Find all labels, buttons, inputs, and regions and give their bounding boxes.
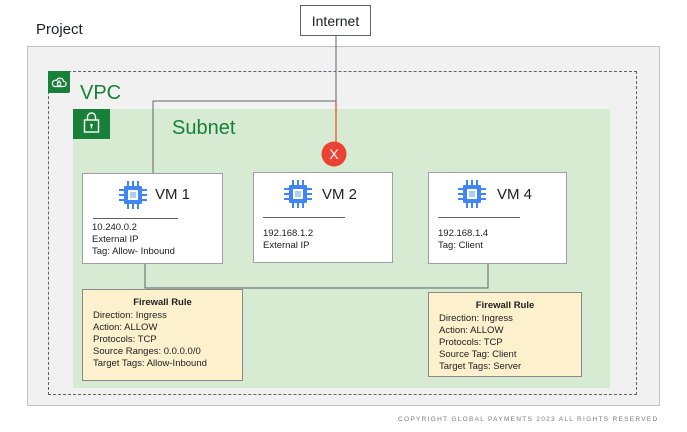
vpc-label: VPC (80, 82, 122, 104)
firewall-rule-card: Firewall Rule Direction: Ingress Action:… (82, 289, 243, 381)
vm-card: VM 2 192.168.1.2 External IP (253, 172, 393, 263)
firewall-rule-line: Action: ALLOW (439, 325, 504, 336)
vm-name: VM 4 (497, 186, 533, 203)
firewall-rule-card: Firewall Rule Direction: Ingress Action:… (428, 292, 582, 377)
firewall-rule-line: Target Tags: Allow-Inbound (93, 358, 207, 369)
firewall-rule-line: Direction: Ingress (439, 313, 513, 324)
vm-ip-type: External IP (92, 234, 139, 245)
vm-ip: 10.240.0.2 (92, 222, 137, 233)
firewall-rule-line: Protocols: TCP (93, 334, 157, 345)
vm1-internet-line (152, 100, 336, 173)
close-icon: X (321, 141, 347, 167)
firewall-rule-line: Protocols: TCP (439, 337, 503, 348)
chip-icon (457, 179, 487, 209)
firewall-rule-line: Direction: Ingress (93, 310, 167, 321)
vm-card: VM 4 192.168.1.4 Tag: Client (428, 172, 567, 264)
vm-details: 192.168.1.2 External IP (263, 228, 313, 252)
vm-name: VM 2 (322, 186, 358, 203)
blocked-glyph: X (329, 146, 339, 162)
firewall-rule-line: Target Tags: Server (439, 361, 522, 372)
vm-details: 10.240.0.2 External IP Tag: Allow- Inbou… (92, 222, 175, 258)
vpc-container (48, 71, 637, 395)
vm-divider (263, 217, 345, 218)
cloud-icon (48, 71, 70, 93)
vm-ip: 192.168.1.4 (438, 228, 489, 239)
firewall-rule-line: Source Ranges: 0.0.0.0/0 (93, 346, 201, 357)
internet-label: Internet (311, 12, 360, 29)
firewall-rule-title: Firewall Rule (475, 300, 535, 311)
vm-ip: 192.168.1.2 (263, 228, 314, 239)
vm-name: VM 1 (155, 186, 191, 203)
vm-tag: Tag: Client (438, 240, 483, 251)
vm-card: VM 1 10.240.0.2 External IP Tag: Allow- … (82, 173, 223, 264)
vm1-vm4-line (144, 264, 489, 289)
subnet-label: Subnet (172, 117, 236, 139)
firewall-rule-line: Action: ALLOW (93, 322, 158, 333)
firewall-rule-line: Source Tag: Client (439, 349, 517, 360)
chip-icon (118, 180, 148, 210)
internet-node: Internet (300, 5, 371, 36)
vm-divider (93, 218, 178, 219)
vm-tag: Tag: Allow- Inbound (92, 246, 175, 257)
lock-icon (73, 109, 110, 139)
copyright-text: COPYRIGHT GLOBAL PAYMENTS 2023 ALL RIGHT… (398, 416, 659, 423)
chip-icon (283, 179, 313, 209)
vm-details: 192.168.1.4 Tag: Client (438, 228, 488, 252)
project-label: Project (36, 21, 83, 38)
firewall-rule-title: Firewall Rule (133, 297, 192, 308)
vm-ip-type: External IP (263, 240, 310, 251)
vm-divider (438, 217, 520, 218)
